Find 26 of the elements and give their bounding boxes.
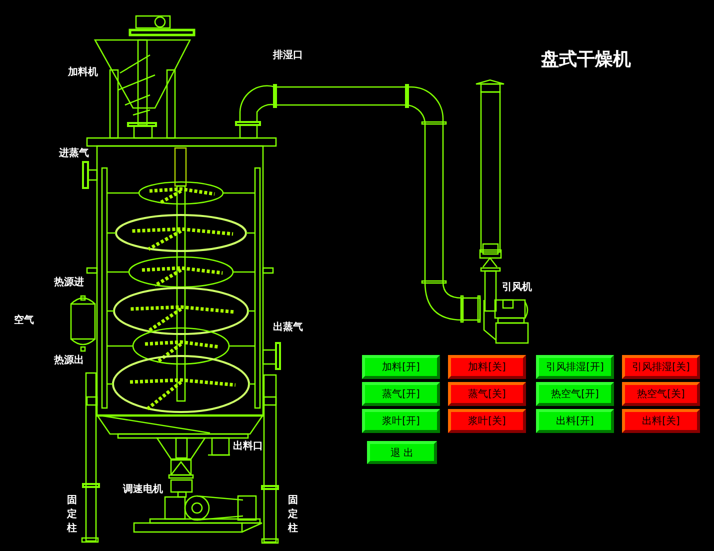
on-button: 加料[开] [362,355,440,379]
on-button: 出料[开] [536,409,614,433]
off-button: 蒸气[关] [448,382,526,406]
on-button: 蒸气[开] [362,382,440,406]
off-button: 加料[关] [448,355,526,379]
off-button: 出料[关] [622,409,700,433]
exit-button: 退 出 [367,441,437,464]
off-button: 浆叶[关] [448,409,526,433]
part-label: 出料口 [233,441,263,453]
title: 盘式干燥机 [541,48,631,71]
part-label: 固定柱 [67,494,78,536]
off-button: 引风排湿[关] [622,355,700,379]
part-label: 进蒸气 [59,148,89,160]
part-label: 空气 [14,315,34,327]
part-label: 热源出 [54,355,84,367]
part-label: 出蒸气 [273,322,303,334]
part-label: 热源进 [54,277,84,289]
on-button: 引风排湿[开] [536,355,614,379]
part-label: 加料机 [68,67,98,79]
part-label: 引风机 [502,282,532,294]
part-label: 排湿口 [273,50,303,62]
off-button: 热空气[关] [622,382,700,406]
on-button: 热空气[开] [536,382,614,406]
part-label: 固定柱 [288,494,299,536]
part-label: 调速电机 [123,484,163,496]
on-button: 浆叶[开] [362,409,440,433]
